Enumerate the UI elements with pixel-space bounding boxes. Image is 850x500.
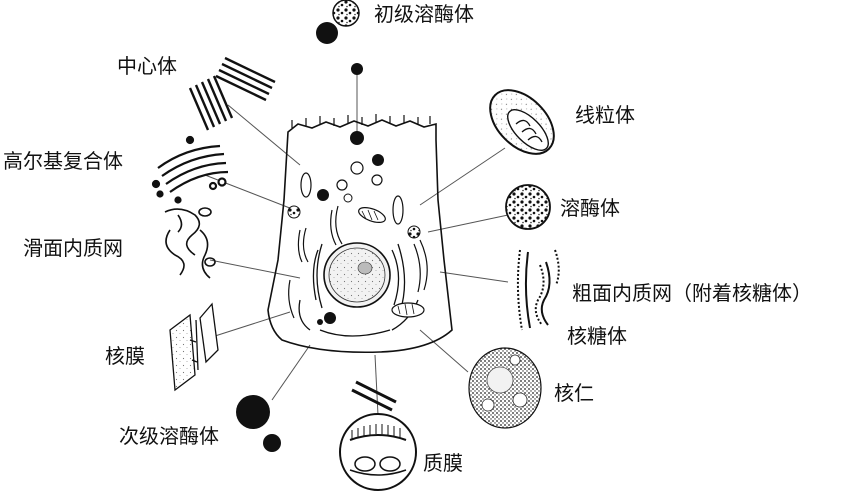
golgi-figure [151,135,229,204]
label-primary-lysosome: 初级溶酶体 [374,2,474,26]
primary-lysosome-figure [316,0,363,75]
lysosome-figure [505,184,551,230]
label-nuclear-membrane: 核膜 [105,344,145,368]
cell [267,114,453,354]
label-rough-er: 粗面内质网（附着核糖体） [572,281,812,305]
smooth-er-figure [164,207,216,279]
label-ribosome: 核糖体 [567,324,627,348]
mitochondrion-figure [489,89,555,155]
nuclear-membrane-figure [169,302,219,392]
label-centrosome: 中心体 [117,54,177,78]
cell-body [267,119,453,354]
centrosome-figure [188,56,276,131]
plasma-membrane-figure [339,380,417,491]
secondary-lysosome-figure [236,395,281,452]
rough-er-figure [516,249,560,331]
label-plasma-membrane: 质膜 [423,451,463,475]
nucleolus-figure [468,347,542,429]
label-smooth-er: 滑面内质网 [23,236,123,260]
label-nucleolus: 核仁 [554,381,594,405]
label-secondary-lysosome: 次级溶酶体 [119,424,219,448]
label-lysosome: 溶酶体 [560,196,620,220]
label-golgi: 高尔基复合体 [3,149,123,173]
label-mitochondrion: 线粒体 [575,103,635,127]
